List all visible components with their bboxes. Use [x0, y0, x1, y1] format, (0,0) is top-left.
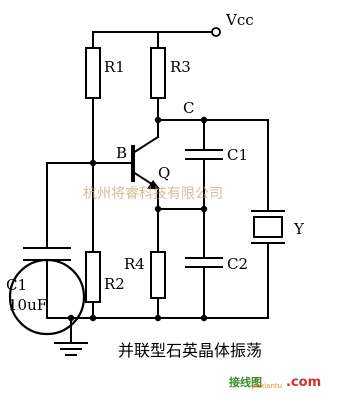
cap-c1-label: C1: [227, 146, 248, 164]
c1-left-label: C1: [6, 276, 27, 294]
caption-text: 并联型石英晶体振荡: [118, 341, 262, 360]
resistor-r3: [150, 47, 166, 99]
cap-c2-label: C2: [227, 255, 248, 273]
c1-highlight-circle: [8, 258, 86, 336]
logo-brand: 接线图: [229, 375, 262, 389]
logo-url: jiexiantu: [251, 382, 282, 390]
resistor-r1: [85, 47, 101, 99]
r3-label: R3: [170, 58, 191, 76]
vcc-terminal: [211, 27, 221, 37]
c1-value-label: 10uF: [8, 296, 47, 314]
junction-base: [89, 159, 97, 167]
resistor-r4: [150, 251, 166, 299]
watermark-text: 杭州将睿科技有限公司: [83, 186, 223, 202]
base-label: B: [116, 144, 127, 162]
logo-domain: .com: [286, 375, 321, 390]
collector-label: C: [183, 99, 194, 117]
site-logo: 接线图 .com jiexiantu: [216, 374, 338, 390]
ground-symbol-icon: [54, 342, 88, 356]
crystal-body: [253, 216, 283, 238]
q-label: Q: [158, 164, 170, 182]
junction-c2-ground: [200, 314, 208, 322]
vcc-label: Vcc: [225, 11, 254, 29]
emitter-arrow-icon: [147, 180, 160, 189]
r2-label: R2: [104, 275, 125, 293]
resistor-r2: [85, 251, 101, 303]
junction-r2-ground: [89, 314, 97, 322]
transistor-collector-leg: [131, 135, 160, 155]
junction-cap-mid: [200, 205, 208, 213]
r1-label: R1: [104, 58, 125, 76]
r4-label: R4: [124, 255, 145, 273]
crystal-label: Y: [293, 220, 305, 238]
junction-r4-ground: [154, 314, 162, 322]
